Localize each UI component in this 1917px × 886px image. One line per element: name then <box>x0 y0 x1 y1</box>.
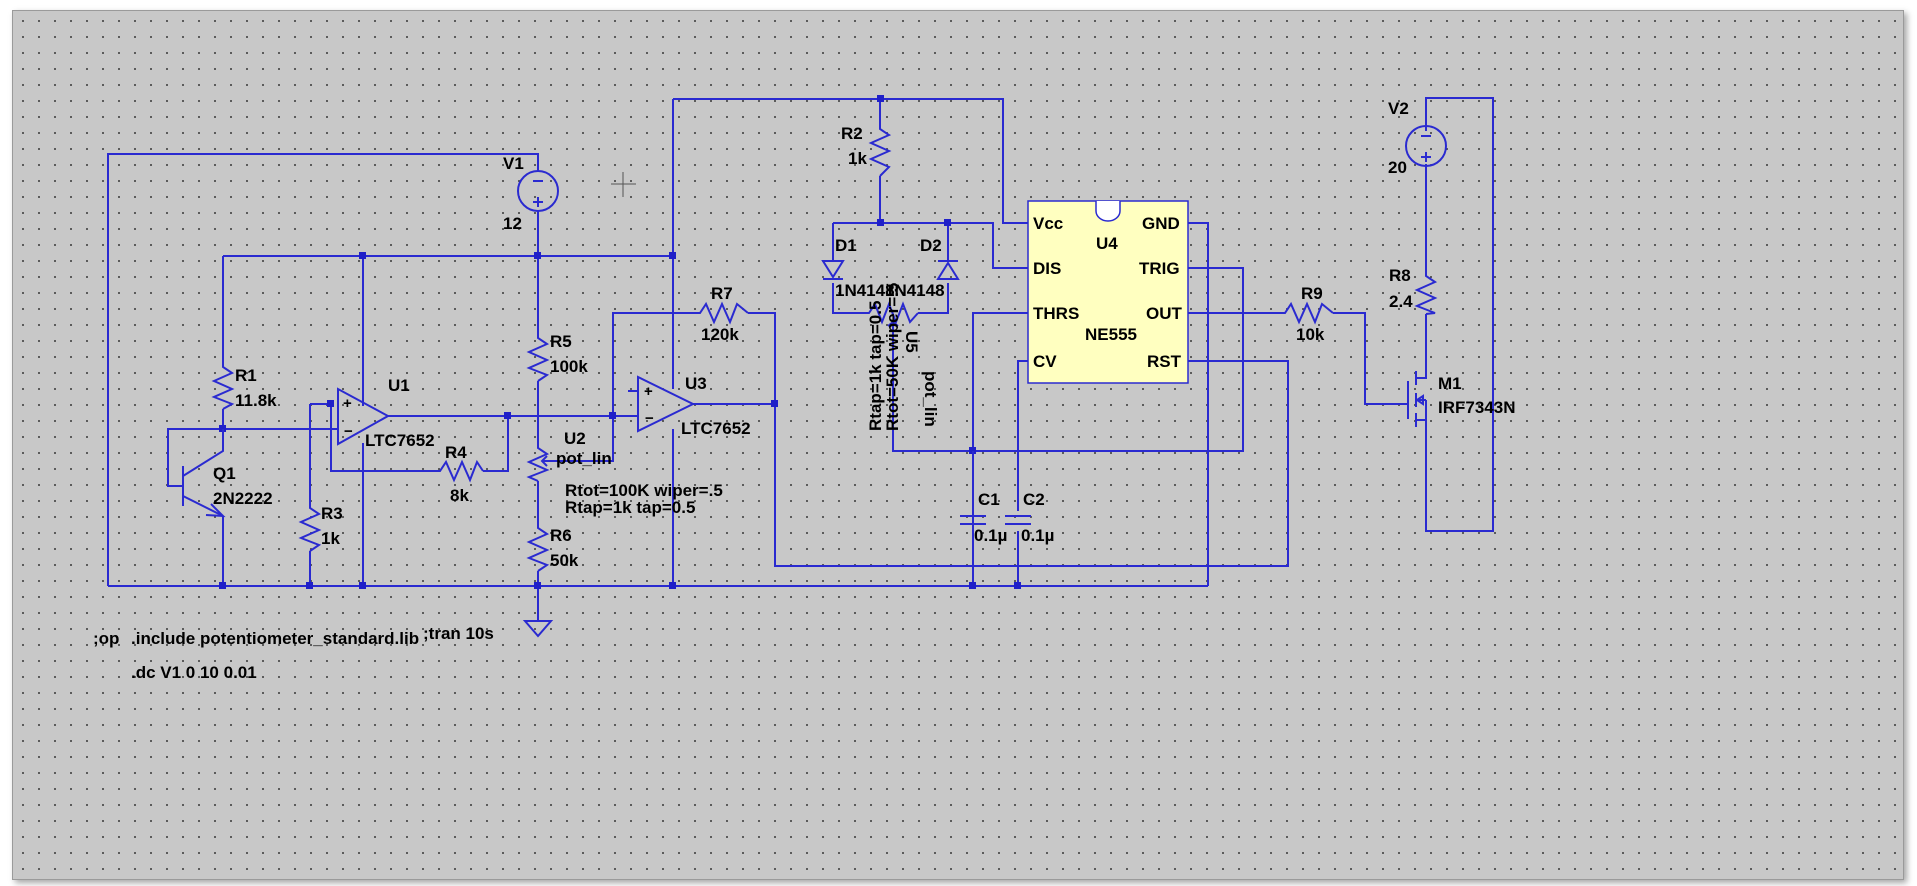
r9-value: 10k <box>1296 325 1325 344</box>
schematic-canvas[interactable]: V1 12 V2 20 R1 11.8k R2 1k R3 1k R5 100k… <box>13 11 1903 879</box>
capacitor-c2[interactable]: C2 0.1µ <box>1005 490 1054 545</box>
u4-pin-out: OUT <box>1146 304 1183 323</box>
m1-label: M1 <box>1438 374 1462 393</box>
r4-value: 8k <box>450 486 469 505</box>
d2-label: D2 <box>920 236 942 255</box>
u4-pin-vcc: Vcc <box>1033 214 1063 233</box>
u4-pin-thrs: THRS <box>1033 304 1079 323</box>
directive-op: ;op <box>93 629 119 648</box>
diode-d1[interactable]: D1 1N4148 <box>821 236 895 300</box>
diode-d2[interactable]: D2 1N4148 <box>885 236 960 300</box>
mosfet-m1[interactable]: M1 IRF7343N <box>1407 363 1515 427</box>
d1-label: D1 <box>835 236 857 255</box>
r2-label: R2 <box>841 124 863 143</box>
cursor-crosshair-icon <box>611 172 636 197</box>
u5-label: U5 <box>902 331 921 353</box>
r3-value: 1k <box>321 529 340 548</box>
u4-pin-cv: CV <box>1033 352 1057 371</box>
u3-label: U3 <box>685 374 707 393</box>
u2-params2: Rtap=1k tap=0.5 <box>565 498 695 517</box>
u4-pin-rst: RST <box>1147 352 1182 371</box>
d1-value: 1N4148 <box>835 281 895 300</box>
u1-value: LTC7652 <box>365 431 435 450</box>
opamp-u1[interactable]: + − U1 LTC7652 <box>337 376 435 450</box>
resistor-r6[interactable]: R6 50k <box>526 521 579 572</box>
c1-value: 0.1µ <box>974 526 1007 545</box>
d2-value: 1N4148 <box>885 281 945 300</box>
u5-params1: Rtot=50K wiper=.5 <box>883 283 902 431</box>
resistor-r4[interactable]: R4 8k <box>433 443 484 505</box>
svg-text:−: − <box>344 423 353 440</box>
r5-value: 100k <box>550 357 588 376</box>
transistor-q1[interactable]: Q1 2N2222 <box>182 429 273 518</box>
u4-pin-gnd: GND <box>1142 214 1180 233</box>
potentiometer-u5[interactable]: Rtap=1k tap=0.5 Rtot=50K wiper=.5 pot_li… <box>863 283 940 431</box>
u5-value: pot_lin <box>921 371 940 427</box>
voltage-source-v1[interactable]: V1 12 <box>503 154 559 233</box>
q1-label: Q1 <box>213 464 236 483</box>
r1-label: R1 <box>235 366 257 385</box>
m1-value: IRF7343N <box>1438 398 1515 417</box>
resistor-r2[interactable]: R2 1k <box>841 121 892 177</box>
svg-text:−: − <box>645 410 654 427</box>
u2-value: pot_lin <box>556 449 612 468</box>
c1-label: C1 <box>978 490 1000 509</box>
directive-tran: ;tran 10s <box>423 624 494 643</box>
svg-text:+: + <box>343 395 352 412</box>
wires <box>107 97 1494 621</box>
junction-nodes <box>219 95 1021 589</box>
u1-label: U1 <box>388 376 410 395</box>
ground-symbol <box>522 620 554 638</box>
u4-value: NE555 <box>1085 325 1137 344</box>
voltage-source-v2[interactable]: V2 20 <box>1388 99 1447 177</box>
u2-params1: Rtot=100K wiper=.5 <box>565 481 723 500</box>
r4-label: R4 <box>445 443 467 462</box>
r1-value: 11.8k <box>235 391 277 410</box>
c2-label: C2 <box>1023 490 1045 509</box>
r7-value: 120k <box>701 325 739 344</box>
r6-label: R6 <box>550 526 572 545</box>
v2-label: V2 <box>1388 99 1409 118</box>
resistor-r3[interactable]: R3 1k <box>298 501 343 552</box>
r7-label: R7 <box>711 284 733 303</box>
v1-label: V1 <box>503 154 524 173</box>
r5-label: R5 <box>550 332 572 351</box>
timer-ic-u4[interactable]: U4 NE555 Vcc DIS THRS CV GND TRIG OUT RS… <box>1027 200 1189 384</box>
spice-directives[interactable]: ;op .include potentiometer_standard.lib … <box>93 624 494 682</box>
schematic-sheet: V1 12 V2 20 R1 11.8k R2 1k R3 1k R5 100k… <box>12 10 1904 880</box>
opamp-u3[interactable]: + − U3 LTC7652 <box>637 374 751 438</box>
u3-value: LTC7652 <box>681 419 751 438</box>
potentiometer-u2[interactable]: U2 pot_lin Rtot=100K wiper=.5 Rtap=1k ta… <box>526 429 723 517</box>
directive-include: .include potentiometer_standard.lib <box>131 629 419 648</box>
r3-label: R3 <box>321 504 343 523</box>
r2-value: 1k <box>848 149 867 168</box>
resistor-r9[interactable]: R9 10k <box>1278 284 1334 344</box>
u5-params2: Rtap=1k tap=0.5 <box>866 301 885 431</box>
svg-text:+: + <box>644 383 653 400</box>
c2-value: 0.1µ <box>1021 526 1054 545</box>
resistor-r1[interactable]: R1 11.8k <box>211 361 277 410</box>
r8-value: 2.4 <box>1389 292 1413 311</box>
resistor-r5[interactable]: R5 100k <box>526 331 588 382</box>
u2-label: U2 <box>564 429 586 448</box>
capacitor-c1[interactable]: C1 0.1µ <box>960 451 1007 545</box>
resistor-r8[interactable]: R8 2.4 <box>1389 266 1438 315</box>
v1-value: 12 <box>503 214 522 233</box>
u4-pin-trig: TRIG <box>1139 259 1180 278</box>
u4-label: U4 <box>1096 234 1118 253</box>
r6-value: 50k <box>550 551 579 570</box>
r9-label: R9 <box>1301 284 1323 303</box>
q1-value: 2N2222 <box>213 489 273 508</box>
resistor-r7[interactable]: R7 120k <box>693 284 749 344</box>
v2-value: 20 <box>1388 158 1407 177</box>
u4-pin-dis: DIS <box>1033 259 1061 278</box>
directive-dc: .dc V1 0 10 0.01 <box>131 663 257 682</box>
r8-label: R8 <box>1389 266 1411 285</box>
